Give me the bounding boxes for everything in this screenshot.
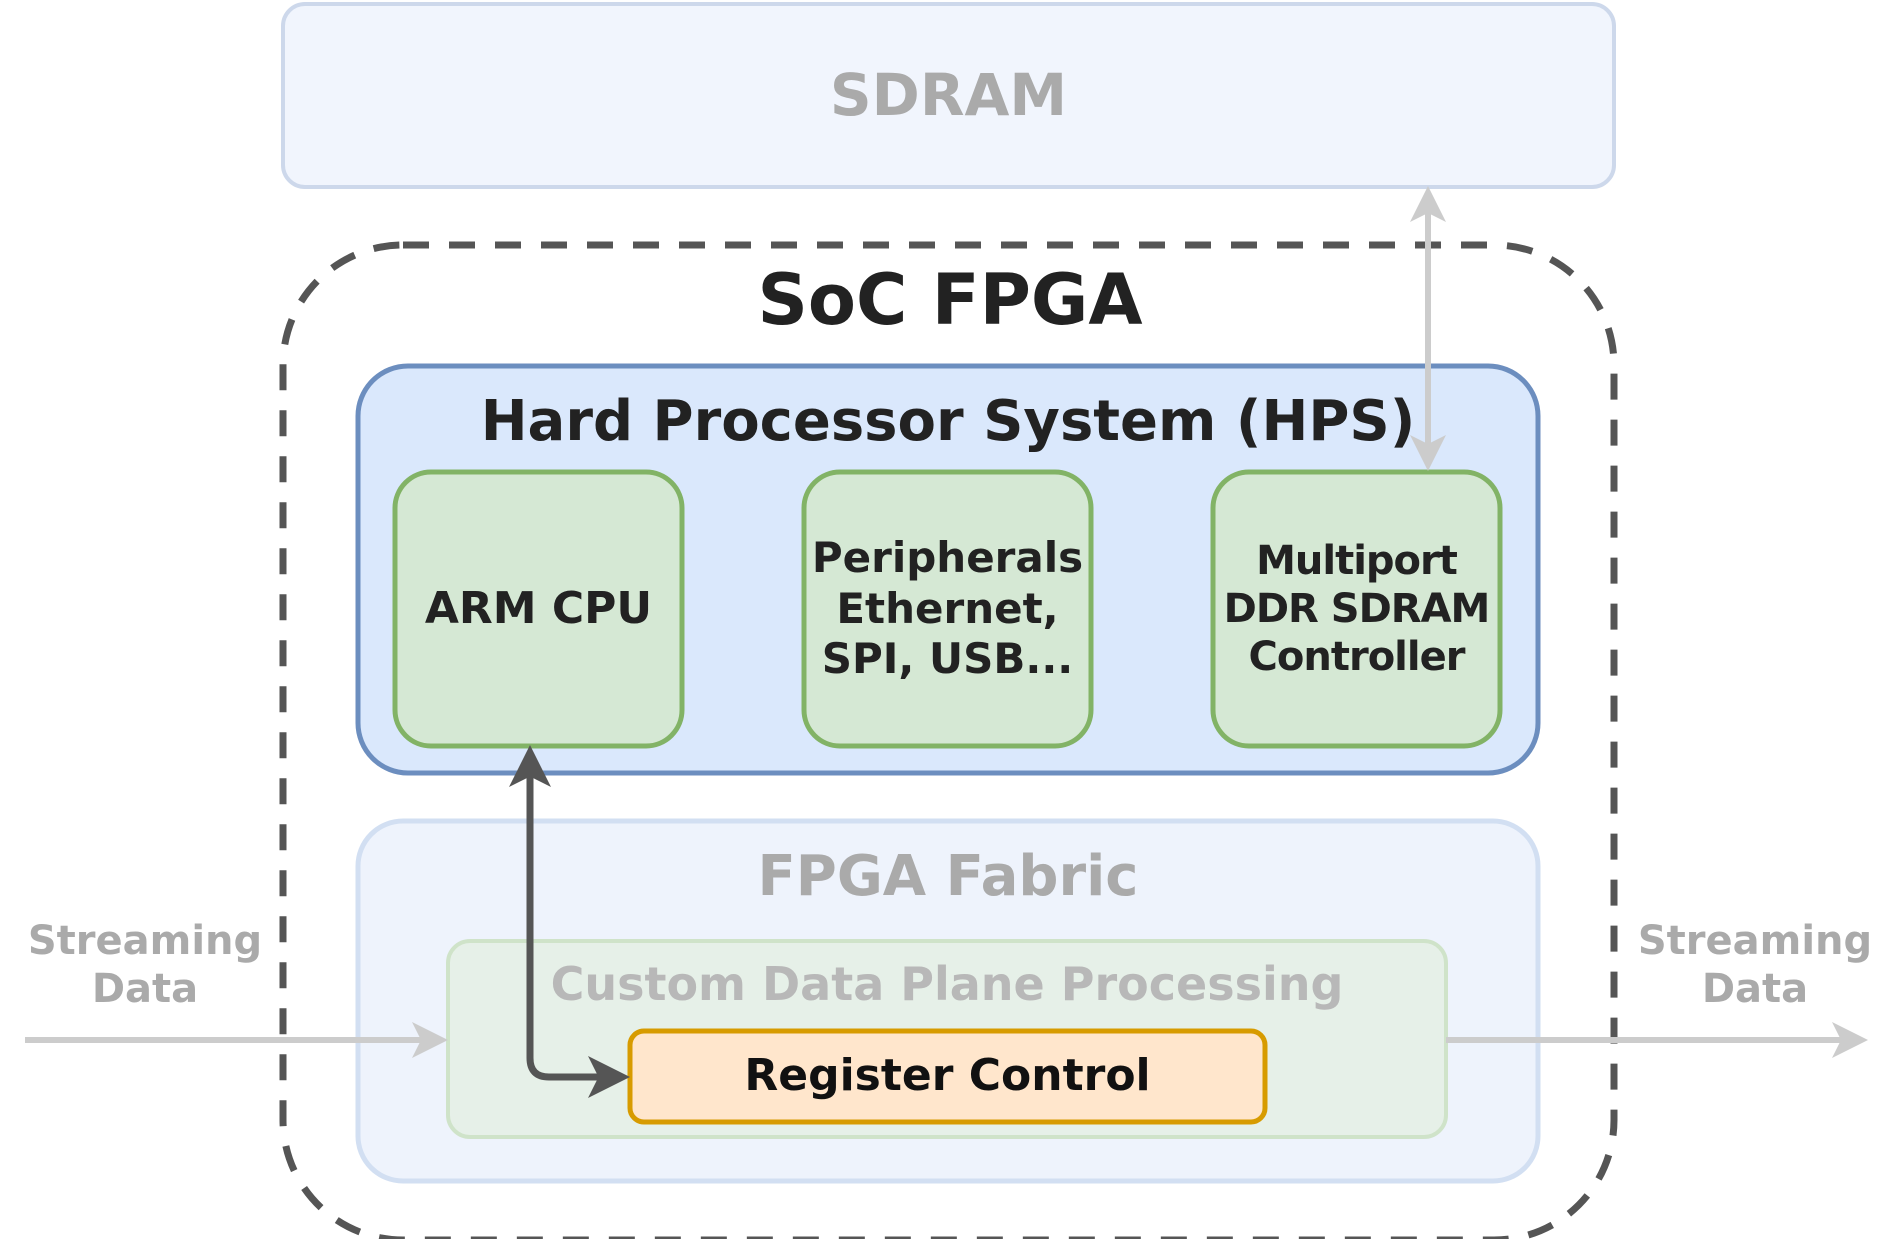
streaming-in-label: Streaming Data (27, 918, 263, 1012)
register-control-label: Register Control (744, 1050, 1151, 1102)
ddr-controller-label: Multiport DDR SDRAM Controller (1223, 538, 1491, 680)
register-control-box (627, 1028, 1268, 1125)
sdram-label: SDRAM (829, 60, 1068, 129)
hps-label: Hard Processor System (HPS) (480, 389, 1416, 455)
custom-data-plane-label: Custom Data Plane Processing (550, 957, 1344, 1012)
soc-fpga-label: SoC FPGA (757, 259, 1143, 341)
peripherals-label: Peripherals Ethernet, SPI, USB... (811, 533, 1084, 684)
streaming-out-label: Streaming Data (1637, 918, 1873, 1012)
cpu-register-arrow (509, 745, 630, 1098)
fpga-fabric-label: FPGA Fabric (757, 844, 1139, 910)
ddr-controller-box (1210, 469, 1503, 749)
sdram-box (281, 2, 1616, 189)
arm-cpu-label: ARM CPU (424, 582, 653, 634)
peripherals-box (801, 469, 1094, 749)
soc-fpga-boundary (279, 241, 1618, 1239)
